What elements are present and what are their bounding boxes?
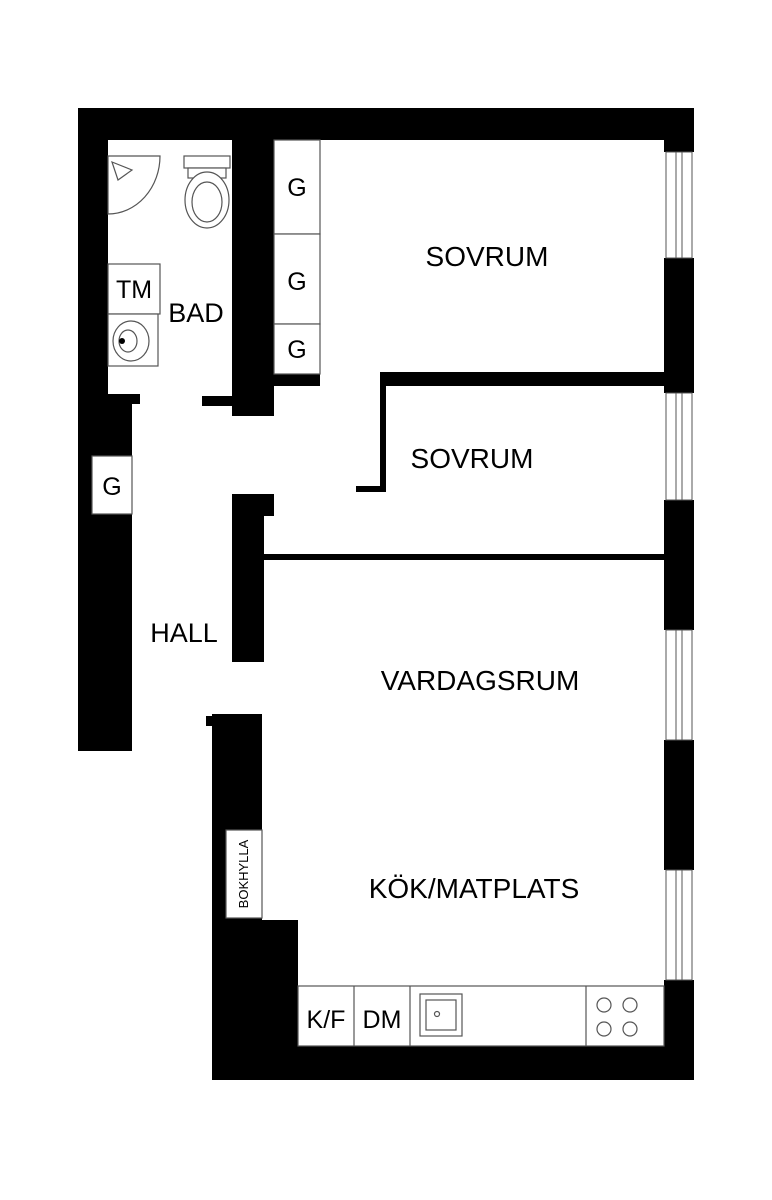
sink-icon — [107, 313, 159, 367]
wall-right-3 — [664, 500, 694, 630]
bathroom-fixtures — [107, 155, 231, 367]
wardrobe-hall-box — [91, 455, 133, 515]
wall-bottom — [212, 1046, 694, 1080]
wall-bath-bottom-stub — [202, 396, 234, 406]
wardrobe-3-box — [273, 323, 321, 375]
wall-right-1 — [664, 108, 694, 152]
wardrobe-label-2: G — [287, 268, 306, 296]
wall-bedroom2-bottom — [262, 554, 666, 560]
room-label-living-room: VARDAGSRUM — [381, 665, 580, 696]
wall-living-left-stub — [206, 716, 216, 726]
wall-right-4 — [664, 740, 694, 870]
window-4 — [665, 869, 693, 981]
walls — [78, 108, 694, 1080]
wardrobe-1-box — [273, 139, 321, 235]
washing-machine-box — [107, 263, 161, 315]
wardrobe-2-box — [273, 233, 321, 325]
wall-left-upper — [78, 108, 108, 396]
toilet-icon — [183, 155, 231, 229]
kitchen-fixtures — [225, 829, 665, 1047]
wardrobe-label-hall: G — [102, 473, 121, 501]
bookshelf-box — [225, 829, 263, 919]
kitchen-sink-icon — [419, 993, 463, 1037]
window-2 — [665, 392, 693, 501]
shower-icon — [107, 155, 161, 215]
wall-bedroom-divider-stub — [270, 374, 320, 386]
window-1 — [665, 151, 693, 259]
room-label-kitchen-dining: KÖK/MATPLATS — [369, 873, 580, 904]
shower-drain-icon — [111, 160, 134, 181]
room-label-hall: HALL — [150, 618, 218, 648]
wall-bath-partition — [232, 140, 274, 390]
wall-hall-partition-top — [232, 494, 274, 516]
kitchen-counter — [297, 985, 665, 1047]
wall-bedroom-divider — [384, 372, 666, 386]
wall-right-2 — [664, 258, 694, 393]
wall-top — [78, 108, 694, 140]
room-label-bathroom: BAD — [168, 298, 224, 328]
wardrobes — [91, 139, 321, 515]
room-label-bedroom-1: SOVRUM — [426, 241, 549, 272]
windows — [665, 151, 693, 981]
room-label-bedroom-2: SOVRUM — [411, 443, 534, 474]
wall-bedroom2-left — [380, 372, 386, 492]
bookshelf-label: BOKHYLLA — [236, 839, 251, 908]
wall-bath-bottom-left — [108, 394, 140, 404]
stove-icon — [596, 997, 638, 1037]
washing-machine-label: TM — [116, 276, 152, 304]
wall-left-lower — [78, 396, 132, 751]
wardrobe-label-1: G — [287, 174, 306, 202]
wall-bath-partition-stub — [232, 390, 274, 416]
wardrobe-label-3: G — [287, 336, 306, 364]
fridge-freezer-label: K/F — [307, 1006, 346, 1034]
labels: SOVRUM SOVRUM BAD HALL VARDAGSRUM KÖK/MA… — [102, 174, 579, 1034]
dishwasher-label: DM — [363, 1006, 402, 1034]
wall-hall-partition — [232, 494, 264, 662]
window-3 — [665, 629, 693, 741]
wall-bedroom2-door-stub — [356, 486, 386, 492]
